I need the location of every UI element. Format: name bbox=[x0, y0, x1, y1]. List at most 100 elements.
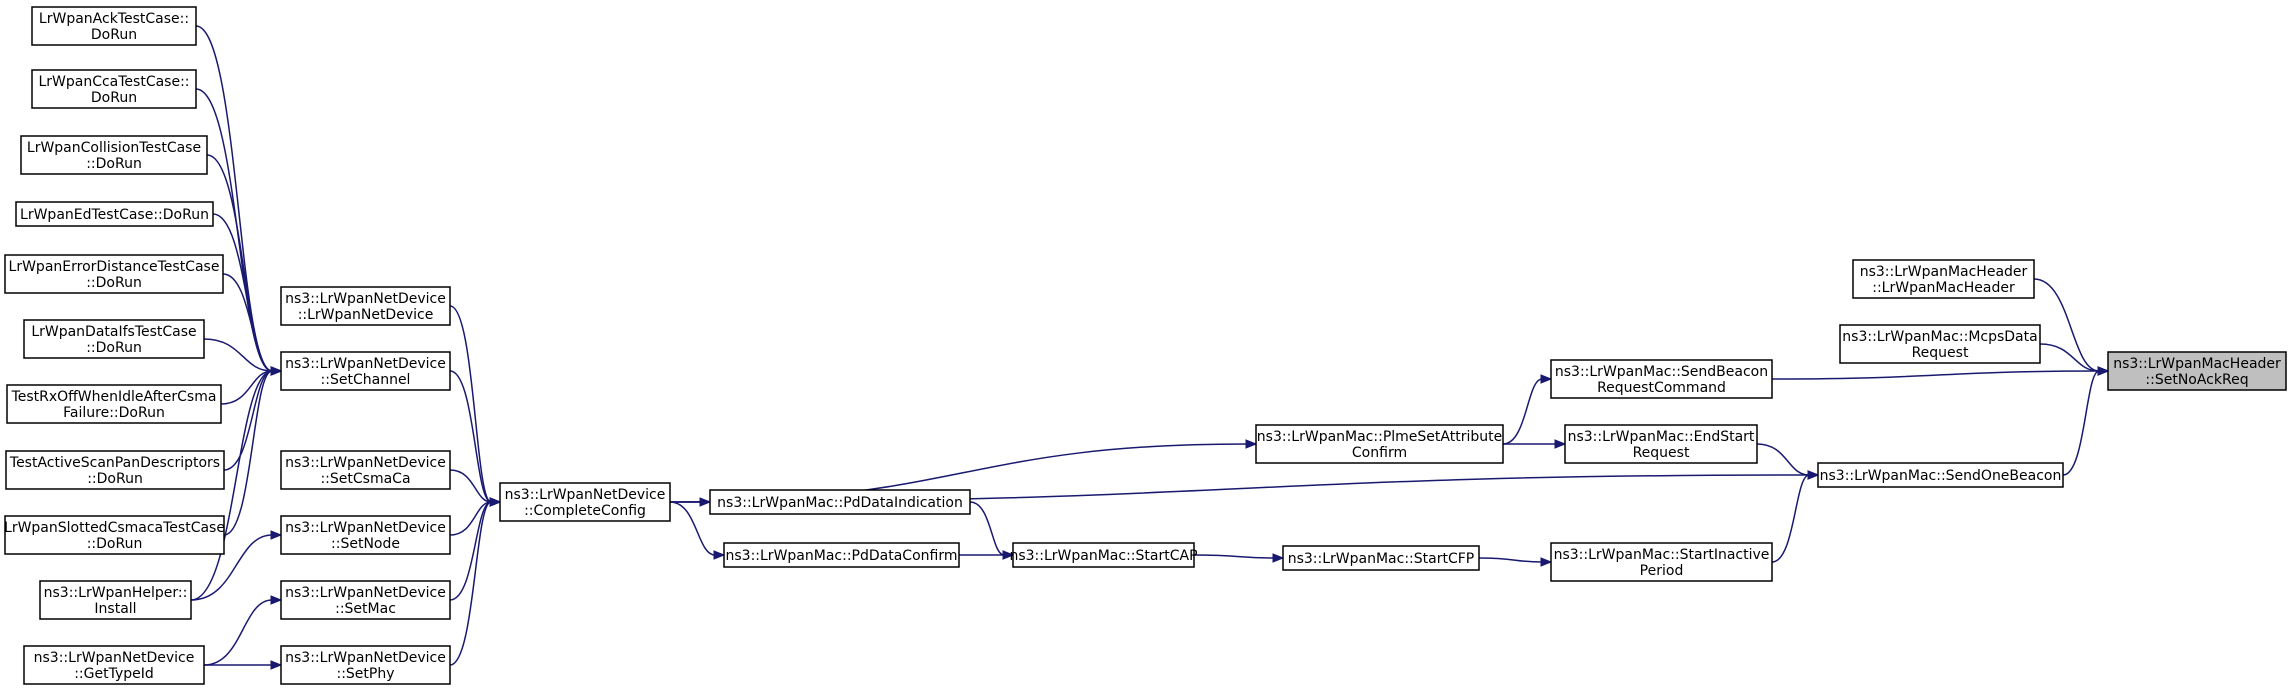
node-label: TestActiveScanPanDescriptors bbox=[9, 455, 220, 471]
graph-node[interactable]: LrWpanSlottedCsmacaTestCase::DoRun bbox=[4, 515, 225, 555]
edge-arrowhead bbox=[1554, 439, 1567, 449]
call-edge bbox=[190, 534, 273, 601]
edge-arrowhead bbox=[1002, 550, 1015, 560]
call-edge bbox=[449, 501, 492, 536]
node-label: ns3::LrWpanNetDevice bbox=[285, 356, 446, 372]
call-edge bbox=[195, 25, 273, 372]
graph-node[interactable]: ns3::LrWpanMac::PdDataConfirm bbox=[723, 542, 960, 568]
node-box bbox=[23, 319, 205, 359]
node-box bbox=[280, 286, 451, 326]
node-label: Confirm bbox=[1352, 445, 1407, 461]
call-edge bbox=[1193, 554, 1275, 559]
node-label: ns3::LrWpanMac::PdDataConfirm bbox=[726, 548, 958, 564]
node-label: ::GetTypeId bbox=[74, 666, 154, 682]
call-edge bbox=[1756, 443, 1810, 476]
node-box bbox=[1550, 542, 1773, 582]
node-box bbox=[39, 580, 192, 620]
node-box bbox=[23, 645, 205, 685]
call-edge bbox=[1502, 378, 1543, 445]
call-edge bbox=[2039, 343, 2100, 372]
node-label: ns3::LrWpanMac::PlmeSetAttribute bbox=[1257, 429, 1502, 445]
graph-node[interactable]: LrWpanAckTestCase::DoRun bbox=[31, 6, 197, 46]
node-label: ns3::LrWpanMac::StartCFP bbox=[1288, 551, 1475, 567]
node-label: ns3::LrWpanMacHeader bbox=[1860, 264, 2028, 280]
node-label: ::DoRun bbox=[87, 536, 143, 552]
node-label: ns3::LrWpanNetDevice bbox=[285, 585, 446, 601]
graph-node[interactable]: ns3::LrWpanMacHeader::SetNoAckReq bbox=[2107, 351, 2287, 391]
call-edge bbox=[222, 273, 273, 372]
edge-arrowhead bbox=[270, 530, 283, 540]
call-edge bbox=[1478, 557, 1543, 563]
graph-node[interactable]: ns3::LrWpanMac::StartCAP bbox=[1009, 542, 1198, 568]
node-box bbox=[6, 384, 222, 424]
graph-node[interactable]: ns3::LrWpanMacHeader::LrWpanMacHeader bbox=[1852, 259, 2035, 299]
graph-node[interactable]: ns3::LrWpanNetDevice::SetCsmaCa bbox=[280, 450, 451, 490]
node-label: LrWpanCcaTestCase:: bbox=[38, 74, 189, 90]
call-edge bbox=[190, 370, 273, 601]
graph-node[interactable]: ns3::LrWpanNetDevice::SetNode bbox=[280, 515, 451, 555]
node-label: DoRun bbox=[91, 90, 137, 106]
graph-node[interactable]: LrWpanEdTestCase::DoRun bbox=[15, 201, 214, 227]
edge-arrowhead bbox=[1245, 439, 1258, 449]
call-edge bbox=[1771, 474, 1810, 563]
graph-node[interactable]: ns3::LrWpanNetDevice::LrWpanNetDevice bbox=[280, 286, 451, 326]
graph-node[interactable]: ns3::LrWpanNetDevice::CompleteConfig bbox=[499, 482, 671, 522]
edge-arrowhead bbox=[2097, 366, 2110, 376]
edge-arrowhead bbox=[270, 366, 283, 376]
node-label: ns3::LrWpanMac::StartCAP bbox=[1009, 548, 1197, 564]
node-box bbox=[1012, 542, 1195, 568]
node-box bbox=[5, 450, 225, 490]
graph-node[interactable]: LrWpanCcaTestCase::DoRun bbox=[31, 69, 197, 109]
graph-node[interactable]: ns3::LrWpanMac::SendOneBeacon bbox=[1817, 462, 2064, 488]
node-label: ::LrWpanNetDevice bbox=[298, 307, 434, 323]
node-label: ::DoRun bbox=[86, 275, 142, 291]
node-box bbox=[31, 6, 197, 46]
node-box bbox=[4, 515, 225, 555]
node-label: Install bbox=[94, 601, 136, 617]
node-box bbox=[1564, 424, 1758, 464]
graph-node[interactable]: ns3::LrWpanNetDevice::SetChannel bbox=[280, 351, 451, 391]
node-label: Failure::DoRun bbox=[63, 405, 165, 421]
node-label: Request bbox=[1633, 445, 1690, 461]
node-box bbox=[1282, 545, 1480, 571]
node-box bbox=[2107, 351, 2287, 391]
node-label: ns3::LrWpanNetDevice bbox=[285, 650, 446, 666]
edge-arrowhead bbox=[489, 497, 502, 507]
graph-node[interactable]: LrWpanErrorDistanceTestCase::DoRun bbox=[4, 254, 224, 294]
node-label: ns3::LrWpanNetDevice bbox=[285, 520, 446, 536]
node-label: ns3::LrWpanMac::SendOneBeacon bbox=[1820, 468, 2062, 484]
node-label: RequestCommand bbox=[1597, 380, 1726, 396]
node-label: ns3::LrWpanMac::EndStart bbox=[1568, 429, 1755, 445]
node-box bbox=[499, 482, 671, 522]
graph-node[interactable]: ns3::LrWpanMac::StartCFP bbox=[1282, 545, 1480, 571]
node-box bbox=[1255, 424, 1504, 464]
graph-node[interactable]: ns3::LrWpanNetDevice::SetPhy bbox=[280, 645, 451, 685]
graph-node[interactable]: ns3::LrWpanMac::PdDataIndication bbox=[709, 489, 971, 515]
graph-node[interactable]: TestActiveScanPanDescriptors::DoRun bbox=[5, 450, 225, 490]
node-box bbox=[1839, 324, 2041, 364]
node-label: LrWpanDataIfsTestCase bbox=[31, 324, 196, 340]
node-label: ns3::LrWpanNetDevice bbox=[505, 487, 666, 503]
graph-node[interactable]: ns3::LrWpanHelper::Install bbox=[39, 580, 192, 620]
node-box bbox=[280, 351, 451, 391]
graph-node[interactable]: LrWpanDataIfsTestCase::DoRun bbox=[23, 319, 205, 359]
graph-node[interactable]: ns3::LrWpanNetDevice::GetTypeId bbox=[23, 645, 205, 685]
call-edge bbox=[669, 501, 716, 556]
edges-layer bbox=[190, 25, 2110, 670]
call-edge bbox=[2062, 370, 2100, 476]
node-label: ::SetPhy bbox=[336, 666, 394, 682]
edge-arrowhead bbox=[1540, 374, 1553, 384]
node-box bbox=[723, 542, 960, 568]
node-label: ns3::LrWpanMac::StartInactive bbox=[1554, 547, 1770, 563]
graph-node[interactable]: LrWpanCollisionTestCase::DoRun bbox=[20, 135, 208, 175]
node-label: ns3::LrWpanNetDevice bbox=[34, 650, 195, 666]
graph-node[interactable]: ns3::LrWpanNetDevice::SetMac bbox=[280, 580, 451, 620]
call-edge bbox=[203, 599, 273, 666]
